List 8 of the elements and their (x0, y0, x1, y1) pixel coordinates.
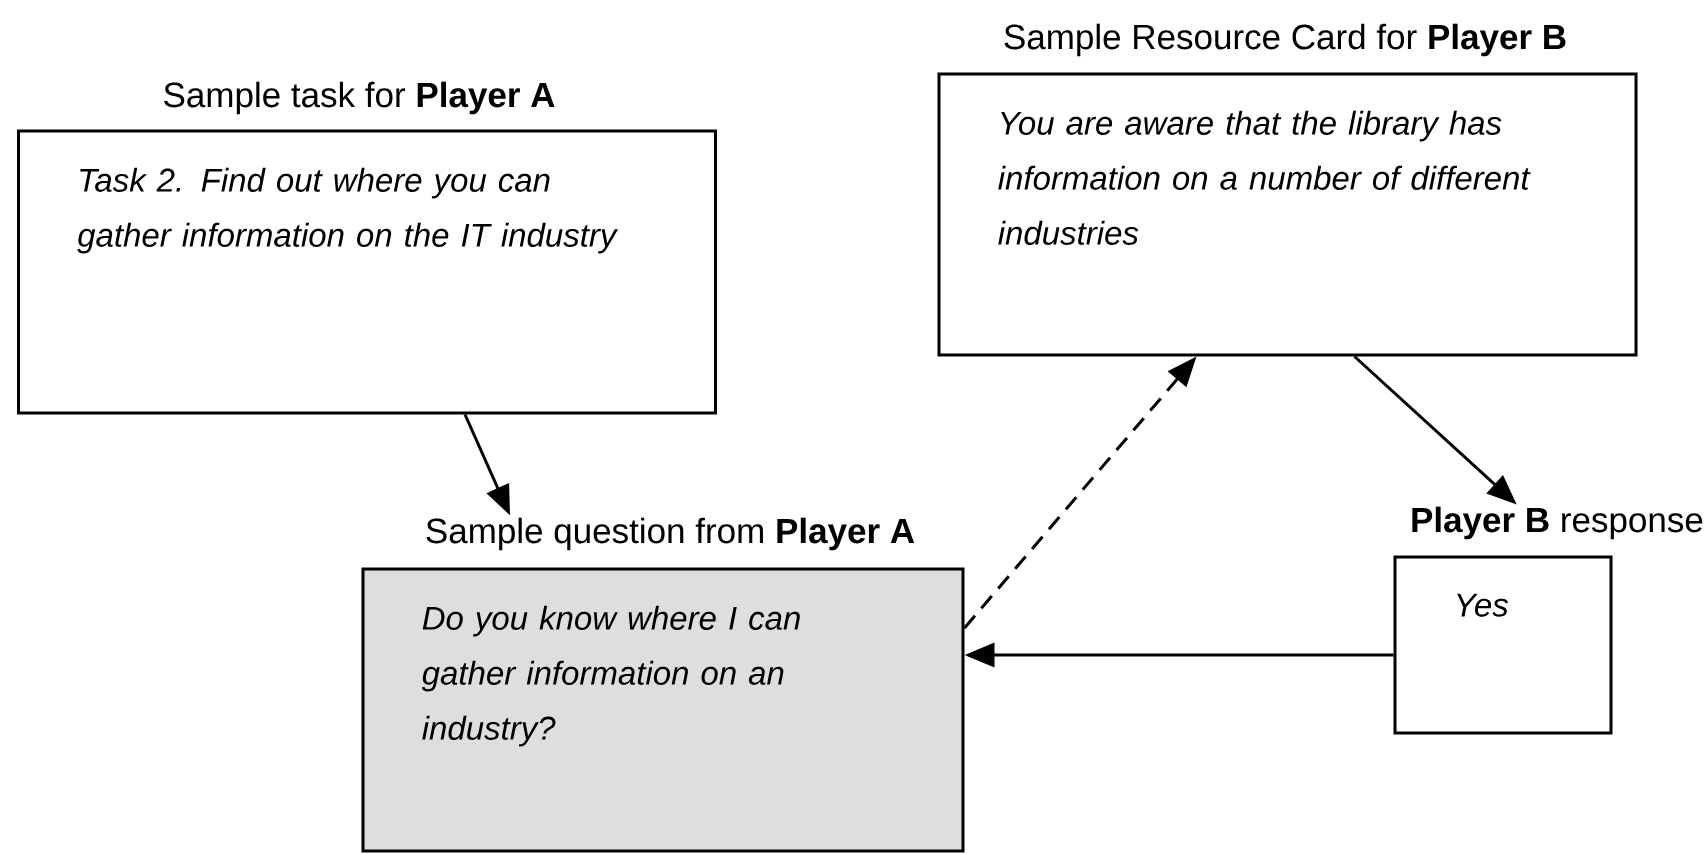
box-heading: Sample Resource Card for Player B (1004, 23, 1566, 57)
text-box: Task 2. Find out where you can gather information on the IT industry (17, 129, 717, 415)
box-heading: Sample question from Player A (426, 517, 915, 551)
box-heading: Player B response (1412, 506, 1703, 540)
text-box: You are aware that the library has information on a number of different industries (937, 72, 1638, 357)
text-box: Yes (1393, 555, 1613, 735)
text-box: Do you know where I can gather information on an industry? (361, 567, 965, 853)
box-heading: Sample task for Player A (164, 81, 555, 115)
